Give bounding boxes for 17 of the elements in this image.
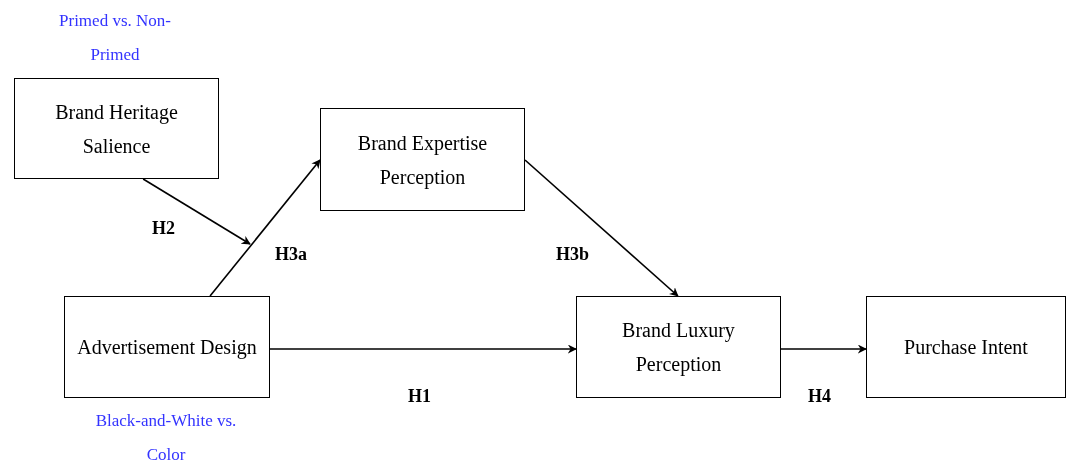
concept-label: Brand Luxury Perception — [621, 318, 736, 378]
concept-box — [866, 296, 1066, 398]
concept-label: Advertisement Design — [77, 335, 257, 361]
arrow — [780, 344, 867, 354]
arrow — [269, 344, 577, 354]
concept-label: Brand Expertise Perception — [356, 130, 489, 191]
concept-box — [576, 296, 781, 398]
arrow — [524, 159, 679, 297]
arrow — [209, 159, 321, 297]
concept-label: Purchase Intent — [904, 335, 1028, 360]
arrow — [142, 178, 251, 245]
concept-label: Brand Heritage Salience — [54, 99, 179, 159]
concept-box — [14, 78, 219, 179]
condition-note: Black-and-White vs. Color — [94, 410, 238, 464]
concept-box — [64, 296, 270, 398]
concept-box — [320, 108, 525, 211]
condition-note: Primed vs. Non-Primed — [58, 10, 172, 66]
